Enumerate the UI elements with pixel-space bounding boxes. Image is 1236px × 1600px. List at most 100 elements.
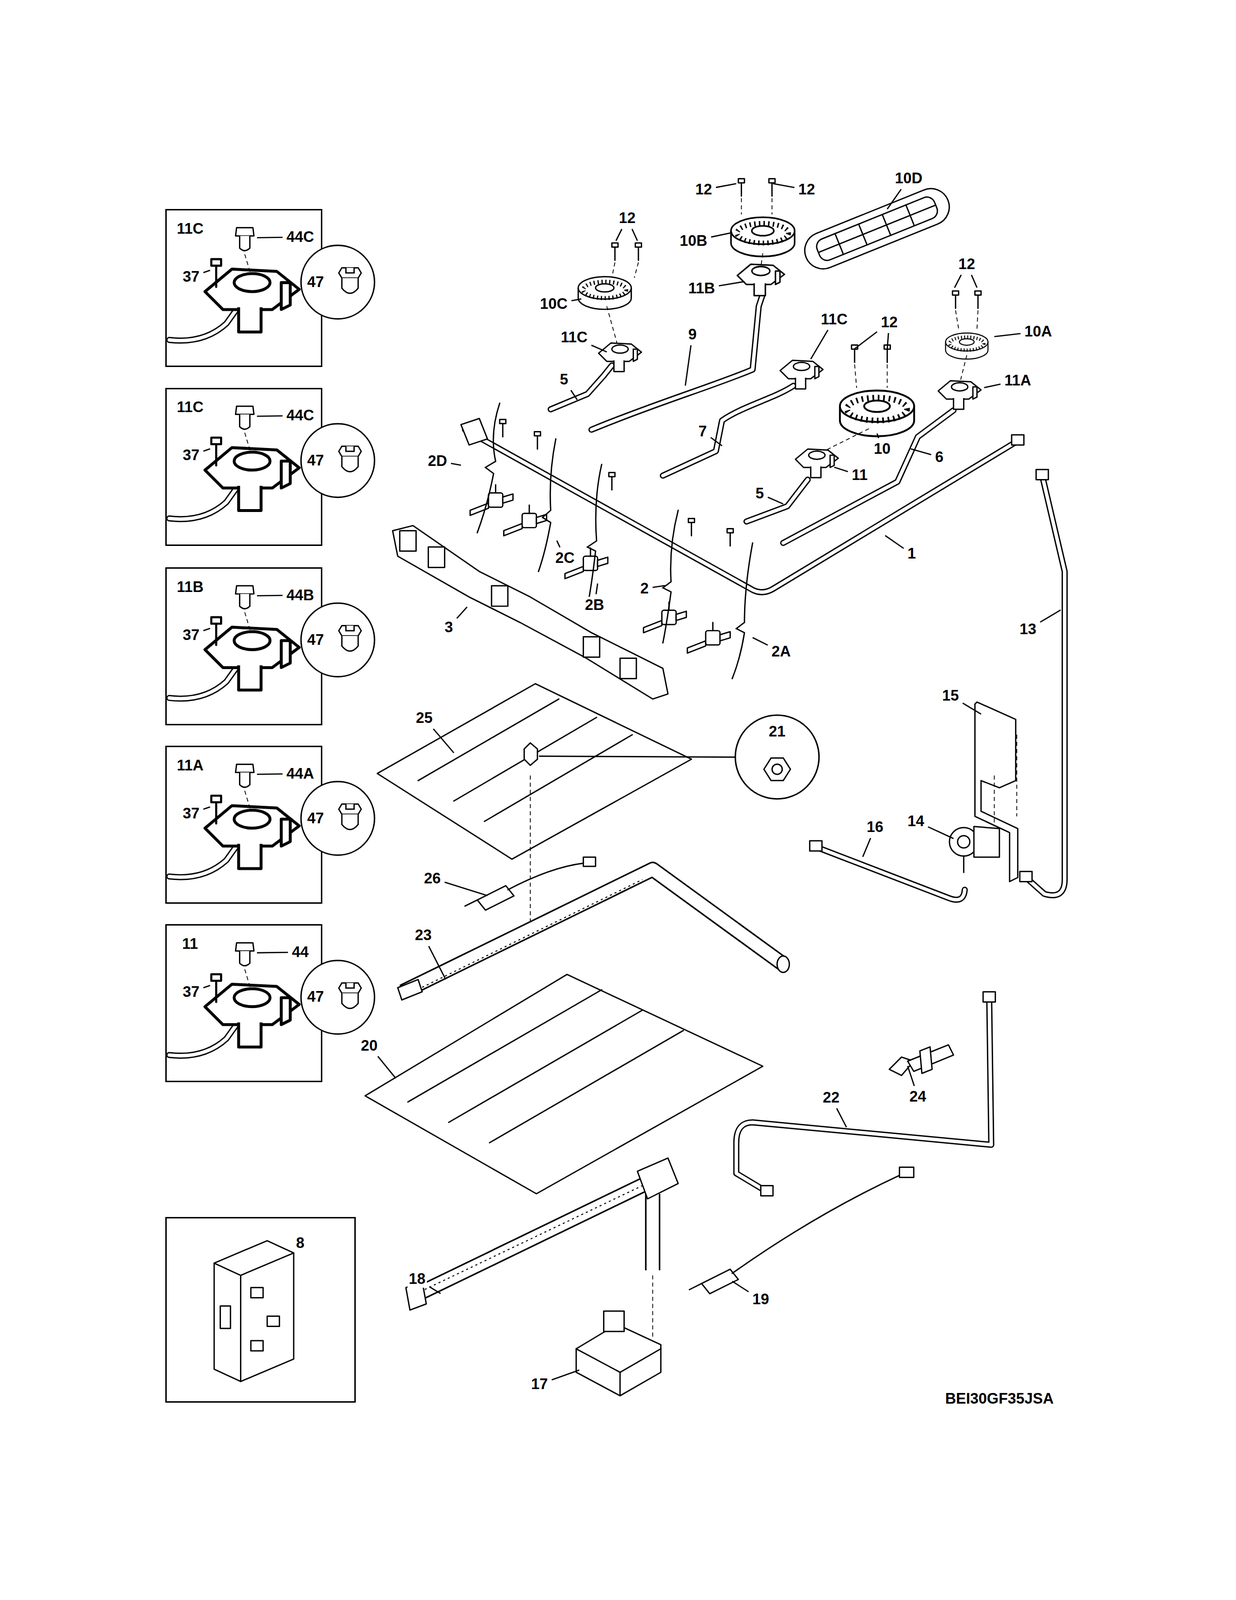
part-drawing — [169, 942, 300, 1056]
part-drawing — [346, 804, 355, 810]
part-drawing — [738, 178, 745, 197]
leader-line — [910, 448, 932, 455]
callout-number: 37 — [181, 983, 201, 1000]
part-drawing — [732, 542, 753, 679]
part-drawing — [994, 734, 1017, 826]
part-drawing — [346, 982, 355, 988]
callout-number: 7 — [697, 423, 709, 440]
part-drawing — [652, 1274, 654, 1336]
leader-line — [256, 414, 283, 417]
leader-line — [203, 270, 211, 273]
part-drawing — [470, 484, 513, 516]
callout-number: 26 — [422, 869, 443, 887]
callout-number: 44C — [285, 407, 316, 424]
callout-number: 20 — [359, 1037, 379, 1054]
part-drawing — [397, 979, 423, 1000]
part-drawing — [772, 763, 783, 775]
part-drawing — [799, 183, 955, 275]
part-drawing — [214, 1252, 294, 1381]
part-drawing — [491, 585, 508, 606]
leader-line — [652, 585, 665, 588]
part-drawing — [338, 982, 362, 993]
leader-line — [591, 345, 607, 352]
callout-number: 2C — [554, 549, 577, 567]
part-drawing — [392, 525, 668, 699]
detail-circle: 47 — [300, 422, 376, 499]
part-drawing — [586, 464, 603, 613]
leader-line — [718, 281, 745, 286]
callout-number: 11A — [1002, 372, 1033, 389]
inset-box: 11C44C3747 — [165, 387, 323, 546]
part-drawing — [338, 804, 362, 830]
part-drawing — [267, 1315, 280, 1327]
part-drawing — [342, 814, 359, 830]
part-drawing — [899, 1166, 914, 1177]
part-drawing — [687, 622, 730, 653]
leader-line — [256, 773, 283, 775]
part-drawing — [346, 445, 355, 452]
gas-supply — [736, 469, 1065, 1196]
detail-circle: 47 — [300, 780, 376, 856]
part-drawing — [809, 840, 823, 851]
part-drawing — [346, 267, 355, 273]
detail-circle: 47 — [300, 244, 376, 320]
callout-number: 2B — [583, 596, 606, 614]
part-drawing — [799, 183, 955, 275]
inset-box: 8 — [165, 1216, 356, 1403]
part-drawing — [611, 242, 618, 261]
part-drawing — [338, 625, 362, 652]
leader-line — [887, 189, 902, 209]
part-drawing — [763, 757, 791, 780]
inset-drawings — [169, 227, 300, 1382]
callout-number: 11B — [686, 280, 717, 297]
part-drawing — [342, 635, 359, 652]
leader-line — [1040, 609, 1061, 622]
callout-number: 47 — [305, 452, 326, 469]
callout-number: 15 — [940, 687, 961, 704]
part-drawing — [776, 955, 790, 973]
part-drawing — [1019, 871, 1032, 882]
part-drawing — [338, 804, 362, 815]
part-drawing — [963, 855, 965, 873]
leader-line — [928, 826, 954, 839]
part-drawing — [645, 1193, 661, 1270]
callout-number: 10D — [893, 170, 924, 187]
leader-line — [836, 1108, 847, 1127]
part-drawing — [688, 518, 695, 536]
callout-number: 1 — [905, 545, 918, 562]
leader-line — [854, 331, 877, 349]
leader-line — [551, 1369, 580, 1380]
callout-number: 11C — [559, 329, 589, 346]
inset-title: 11C — [175, 220, 206, 238]
part-drawing — [338, 267, 362, 278]
leader-line — [983, 383, 1001, 388]
part-drawing — [746, 479, 808, 522]
part-drawing — [338, 267, 362, 294]
part-drawing — [410, 1174, 664, 1298]
part-drawing — [460, 418, 488, 445]
part-drawing — [663, 385, 794, 476]
part-drawing — [338, 445, 362, 472]
part-drawing — [583, 636, 600, 657]
part-drawing — [428, 546, 445, 568]
callout-number: 37 — [181, 805, 201, 822]
part-drawing — [464, 429, 1018, 592]
callout-number: 13 — [1018, 620, 1038, 638]
leader-line — [616, 228, 622, 241]
part-drawing — [608, 472, 616, 491]
callout-number: 12 — [879, 314, 899, 331]
part-drawing — [763, 757, 791, 780]
part-drawing — [538, 438, 556, 572]
part-drawing — [583, 856, 596, 867]
model-number: BEI30GF35JSA — [943, 1390, 1056, 1407]
part-drawing — [768, 178, 776, 197]
part-drawing — [973, 826, 1000, 857]
part-drawing — [635, 242, 642, 261]
part-drawing — [169, 763, 300, 877]
part-drawing — [737, 264, 785, 296]
leader-line — [256, 951, 288, 953]
leader-line — [632, 228, 638, 241]
leader-line — [456, 606, 467, 619]
part-drawing — [399, 530, 417, 552]
